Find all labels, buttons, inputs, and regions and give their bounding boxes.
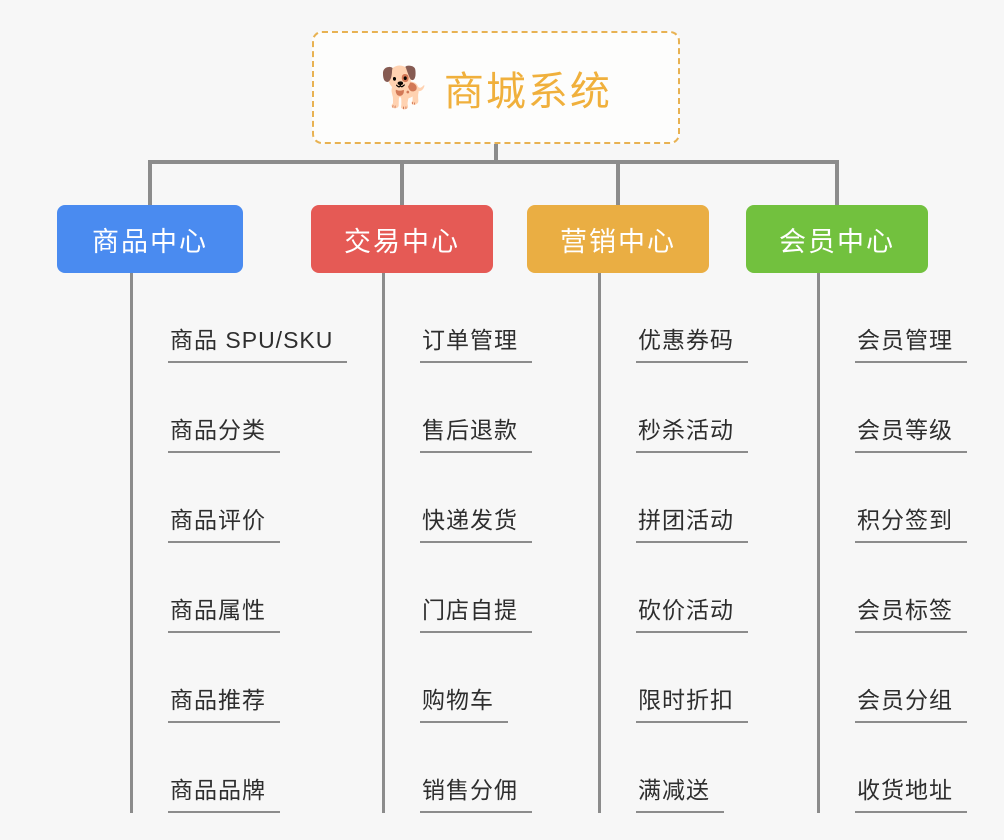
leaf-item[interactable]: 商品分类	[130, 363, 280, 453]
leaf-item-label: 商品 SPU/SKU	[170, 327, 334, 353]
leaf-item-label: 砍价活动	[638, 597, 734, 623]
leaf-item-label: 销售分佣	[422, 777, 518, 803]
category-drop-connector-trade-center	[400, 160, 404, 206]
root-stem-connector	[494, 144, 498, 162]
leaf-item-underline: 积分签到	[855, 501, 967, 543]
leaf-item[interactable]: 秒杀活动	[598, 363, 748, 453]
category-label: 营销中心	[560, 226, 676, 257]
leaf-item[interactable]: 商品推荐	[130, 633, 280, 723]
leaf-item[interactable]: 积分签到	[817, 453, 967, 543]
column-spine-marketing-center	[598, 273, 601, 813]
leaf-item-underline: 快递发货	[420, 501, 532, 543]
leaf-item[interactable]: 会员管理	[817, 273, 967, 363]
leaf-item-label: 会员标签	[857, 597, 953, 623]
leaf-item[interactable]: 售后退款	[382, 363, 532, 453]
category-drop-connector-member-center	[835, 160, 839, 206]
leaf-item-underline: 售后退款	[420, 411, 532, 453]
leaf-item[interactable]: 拼团活动	[598, 453, 748, 543]
leaf-item[interactable]: 商品品牌	[130, 723, 280, 813]
category-label: 商品中心	[92, 226, 208, 257]
leaf-item[interactable]: 收货地址	[817, 723, 967, 813]
horizontal-bus-connector	[148, 160, 838, 164]
leaf-item-underline: 会员等级	[855, 411, 967, 453]
leaf-item[interactable]: 限时折扣	[598, 633, 748, 723]
column-spine-member-center	[817, 273, 820, 813]
leaf-item-label: 会员管理	[857, 327, 953, 353]
leaf-item-label: 收货地址	[857, 777, 953, 803]
leaf-item-underline: 商品属性	[168, 591, 280, 633]
leaf-item-label: 商品品牌	[170, 777, 266, 803]
leaf-item-underline: 优惠券码	[636, 321, 748, 363]
leaf-item-underline: 秒杀活动	[636, 411, 748, 453]
leaf-item-underline: 收货地址	[855, 771, 967, 813]
category-box-product-center[interactable]: 商品中心	[57, 205, 243, 273]
leaf-item-label: 订单管理	[422, 327, 518, 353]
leaf-item-underline: 会员分组	[855, 681, 967, 723]
leaf-item-underline: 限时折扣	[636, 681, 748, 723]
leaf-item[interactable]: 门店自提	[382, 543, 532, 633]
leaf-item-label: 优惠券码	[638, 327, 734, 353]
leaf-item-label: 限时折扣	[638, 687, 734, 713]
leaf-item-underline: 商品分类	[168, 411, 280, 453]
leaf-item-label: 快递发货	[422, 507, 518, 533]
leaf-item-label: 满减送	[638, 777, 710, 803]
leaf-item[interactable]: 商品 SPU/SKU	[130, 273, 348, 363]
leaf-item[interactable]: 会员分组	[817, 633, 967, 723]
leaf-item-label: 商品属性	[170, 597, 266, 623]
leaf-item-underline: 购物车	[420, 681, 508, 723]
category-label: 会员中心	[779, 226, 895, 257]
leaf-item-underline: 商品品牌	[168, 771, 280, 813]
leaf-item-underline: 销售分佣	[420, 771, 532, 813]
leaf-item-label: 商品推荐	[170, 687, 266, 713]
root-title: 商城系统	[443, 69, 612, 114]
leaf-item-underline: 订单管理	[420, 321, 532, 363]
leaf-item-label: 秒杀活动	[638, 417, 734, 443]
root-node[interactable]: 🐕 商城系统	[312, 31, 680, 144]
leaf-item[interactable]: 砍价活动	[598, 543, 748, 633]
leaf-item-underline: 拼团活动	[636, 501, 748, 543]
category-box-marketing-center[interactable]: 营销中心	[527, 205, 709, 273]
leaf-item-underline: 满减送	[636, 771, 724, 813]
leaf-item[interactable]: 会员标签	[817, 543, 967, 633]
shiba-dog-face-icon: 🐕	[380, 65, 430, 110]
leaf-item[interactable]: 快递发货	[382, 453, 532, 543]
leaf-item-label: 购物车	[422, 687, 494, 713]
leaf-item-label: 商品分类	[170, 417, 266, 443]
leaf-item[interactable]: 销售分佣	[382, 723, 532, 813]
leaf-item-label: 拼团活动	[638, 507, 734, 533]
leaf-item[interactable]: 商品属性	[130, 543, 280, 633]
category-label: 交易中心	[344, 226, 460, 257]
leaf-item[interactable]: 购物车	[382, 633, 508, 723]
leaf-item-underline: 会员管理	[855, 321, 967, 363]
category-drop-connector-product-center	[148, 160, 152, 206]
leaf-item[interactable]: 优惠券码	[598, 273, 748, 363]
category-box-trade-center[interactable]: 交易中心	[311, 205, 493, 273]
leaf-item[interactable]: 会员等级	[817, 363, 967, 453]
leaf-item[interactable]: 订单管理	[382, 273, 532, 363]
column-spine-trade-center	[382, 273, 385, 813]
leaf-item-underline: 会员标签	[855, 591, 967, 633]
leaf-item-label: 积分签到	[857, 507, 953, 533]
leaf-item-underline: 砍价活动	[636, 591, 748, 633]
column-spine-product-center	[130, 273, 133, 813]
leaf-item-underline: 门店自提	[420, 591, 532, 633]
category-box-member-center[interactable]: 会员中心	[746, 205, 928, 273]
leaf-item-label: 商品评价	[170, 507, 266, 533]
leaf-item-underline: 商品评价	[168, 501, 280, 543]
leaf-item-underline: 商品推荐	[168, 681, 280, 723]
leaf-item-underline: 商品 SPU/SKU	[168, 321, 348, 363]
category-drop-connector-marketing-center	[616, 160, 620, 206]
leaf-item[interactable]: 商品评价	[130, 453, 280, 543]
leaf-item-label: 售后退款	[422, 417, 518, 443]
leaf-item-label: 门店自提	[422, 597, 518, 623]
leaf-item-label: 会员分组	[857, 687, 953, 713]
leaf-item[interactable]: 满减送	[598, 723, 724, 813]
leaf-item-label: 会员等级	[857, 417, 953, 443]
